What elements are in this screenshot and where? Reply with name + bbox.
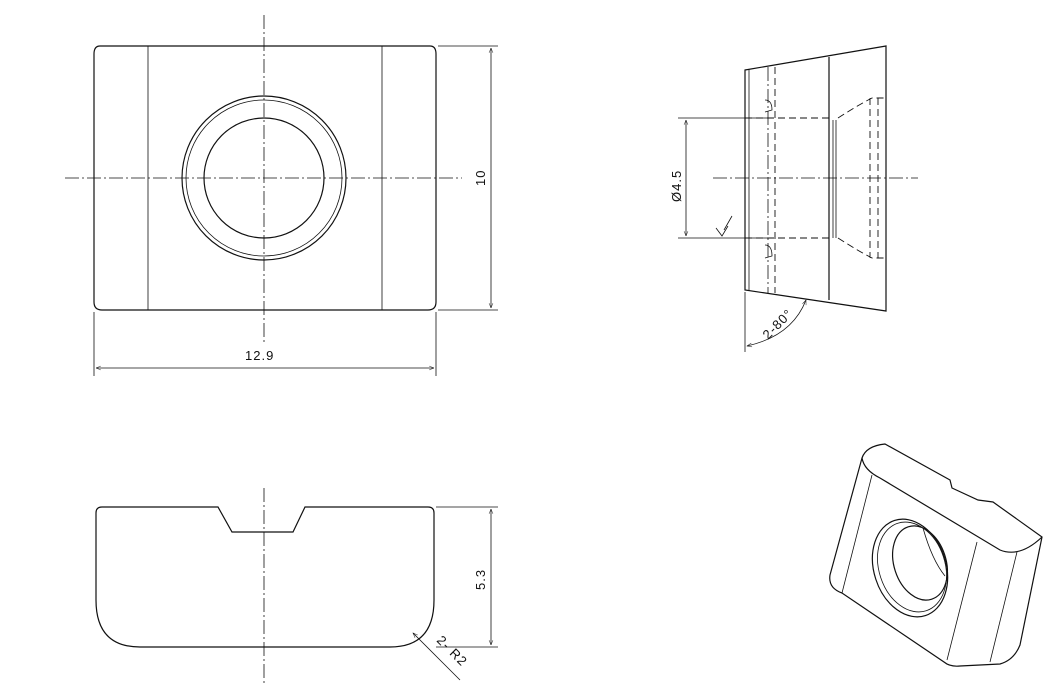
height-dimension: 10: [473, 170, 488, 186]
thickness-dimension: 5.3: [473, 569, 488, 590]
hole-diameter-dimension: Ø4.5: [669, 170, 684, 202]
width-dimension: 12.9: [245, 348, 274, 363]
side-view: Ø4.5 2-80°: [669, 45, 918, 352]
bottom-view: 5.3 2- R2: [95, 488, 498, 685]
isometric-view: [829, 443, 1043, 667]
radius-dimension: 2- R2: [434, 633, 471, 670]
front-view: 10 12.9: [65, 15, 498, 376]
